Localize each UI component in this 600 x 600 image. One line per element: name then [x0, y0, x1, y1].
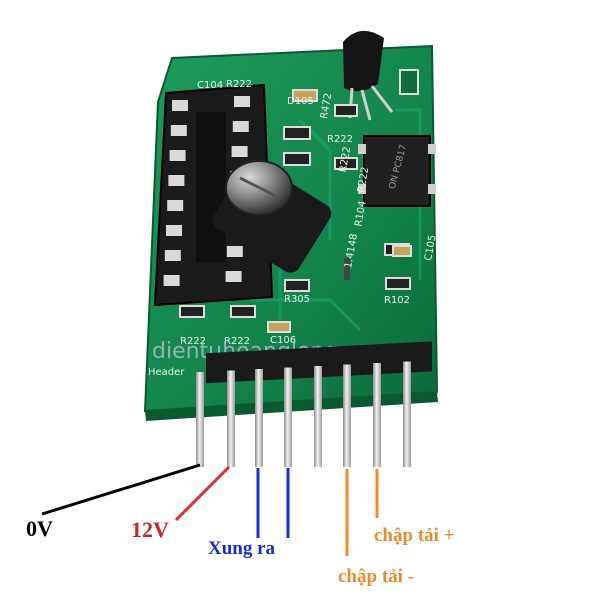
socket-contact — [172, 100, 188, 111]
socket-contact — [226, 246, 243, 257]
silk-c106: C106 — [270, 335, 296, 346]
socket-contact — [169, 150, 186, 161]
socket-contact — [164, 250, 181, 261]
smd-components — [179, 69, 419, 333]
label-load-plus: chập tải + — [374, 525, 455, 546]
transistor — [343, 30, 394, 121]
socket-contact — [231, 146, 248, 157]
socket-contact — [170, 125, 187, 136]
vcc-pointer-line — [174, 465, 231, 522]
pin-pointer-lines — [41, 463, 379, 556]
gnd-pointer-line — [41, 463, 201, 516]
header-pins — [196, 341, 432, 467]
header-pin — [255, 369, 263, 467]
silk-r222-bl: R222 — [180, 336, 206, 347]
label-load-minus: chập tải - — [338, 566, 414, 587]
optocoupler: ON PC817 — [358, 135, 436, 207]
silk-r222-top: R222 — [226, 79, 252, 90]
header-pin — [403, 361, 411, 467]
socket-contact — [168, 175, 185, 186]
socket-contact — [166, 225, 182, 236]
pcb-silkscreen: C104 R222 D105 R472 R222 R222 R104 R222 … — [148, 79, 439, 378]
electrolytic-capacitor — [212, 160, 332, 273]
silk-r102: R102 — [384, 295, 410, 306]
header-pin — [373, 363, 381, 467]
socket-contact — [225, 271, 242, 282]
label-pulse-out: Xung ra — [208, 538, 276, 559]
silk-r472: R472 — [319, 92, 334, 120]
silk-d105: D105 — [287, 96, 314, 107]
header-pin — [196, 372, 204, 467]
header-pin — [343, 364, 351, 467]
socket-contact — [232, 121, 249, 132]
header-pin — [227, 370, 235, 467]
silk-r222-right: R222 — [356, 166, 371, 194]
socket-contact — [234, 96, 250, 107]
silk-r222-v: R222 — [338, 146, 353, 174]
silk-c104: C104 — [197, 80, 223, 91]
label-12v: 12V — [131, 517, 169, 542]
silk-r104: R104 — [353, 200, 368, 228]
silk-r222-bm: R222 — [224, 336, 250, 347]
label-0v: 0V — [26, 516, 53, 541]
socket-contact — [167, 200, 184, 211]
silk-c105: C105 — [423, 234, 438, 262]
silk-r305: R305 — [284, 294, 310, 305]
header-pin — [314, 366, 322, 467]
silk-r222-mid: R222 — [327, 134, 353, 145]
silk-header: Header — [148, 367, 185, 378]
socket-contact — [163, 275, 180, 286]
header-pin — [284, 367, 292, 467]
